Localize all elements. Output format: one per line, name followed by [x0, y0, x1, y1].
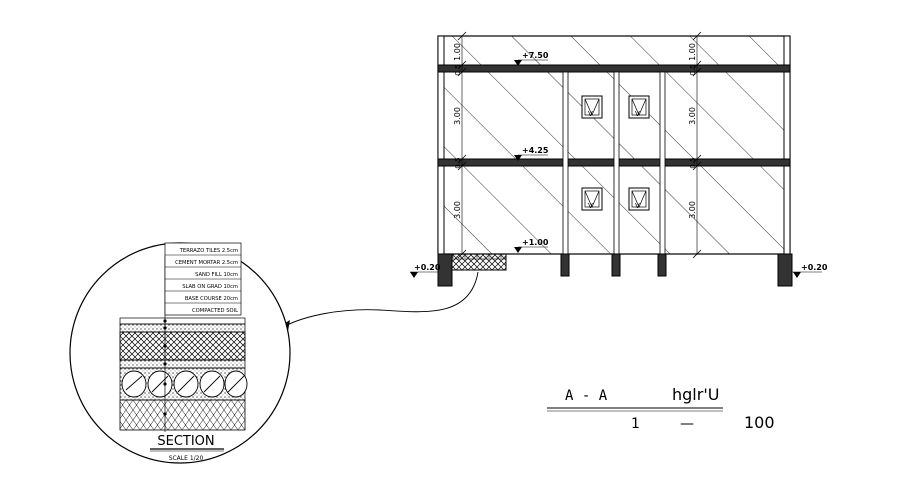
window-upper-1: V [581, 95, 603, 119]
svg-text:0.5: 0.5 [689, 157, 697, 168]
layer-compacted-soil [119, 399, 246, 431]
svg-text:+4.25: +4.25 [522, 146, 549, 155]
detail-scale: SCALE 1/20 [169, 455, 204, 462]
window-upper-2: V [628, 95, 650, 119]
layer-sand [119, 331, 246, 361]
svg-text:3.00: 3.00 [453, 201, 462, 219]
svg-text:1.00: 1.00 [453, 43, 462, 61]
section-detail: TERRAZO TILES 2.5cm CEMENT MORTAR 2.5cm … [69, 242, 291, 464]
level-marker-middle: +4.25 [514, 146, 549, 161]
svg-text:0.5: 0.5 [454, 64, 462, 75]
layer-slab [119, 359, 246, 369]
footing-2 [560, 253, 570, 277]
level-marker-top: +7.50 [514, 51, 549, 66]
footing-4 [657, 253, 667, 277]
interior-column-3 [659, 71, 666, 255]
svg-text:0.5: 0.5 [689, 64, 697, 75]
drawing-caption: A - A hglr'U 1 — 100 [547, 385, 775, 432]
level-marker-ground-left: +0.20 [410, 263, 441, 278]
svg-text:+1.00: +1.00 [522, 238, 549, 247]
level-marker-bottom: +1.00 [514, 238, 549, 253]
aggregate-stones [121, 370, 248, 398]
svg-text:+7.50: +7.50 [522, 51, 549, 60]
layer-label-6: COMPACTED SOIL [192, 308, 238, 314]
layer-label-2: CEMENT MORTAR 2.5cm [175, 260, 238, 266]
interior-column-1 [562, 71, 569, 255]
window-lower-1: V [581, 187, 603, 211]
floor-detail-top [451, 253, 507, 260]
svg-text:3.00: 3.00 [688, 107, 697, 125]
dimension-chain-left: 1.00 0.5 3.00 0.5 3.00 [453, 31, 467, 259]
caption-section: A - A [565, 388, 608, 404]
interior-column-2 [613, 71, 620, 255]
layer-label-3: SAND FILL 10cm [195, 272, 238, 278]
svg-text:+0.20: +0.20 [801, 263, 828, 272]
layer-label-4: SLAB ON GRAD 10cm [182, 284, 238, 290]
slab-upper [437, 64, 791, 73]
svg-text:V: V [635, 202, 640, 210]
svg-text:1.00: 1.00 [688, 43, 697, 61]
svg-text:V: V [588, 202, 593, 210]
footing-3 [611, 253, 621, 277]
svg-text:0.5: 0.5 [454, 157, 462, 168]
layer-mortar [119, 323, 246, 333]
level-marker-ground-right: +0.20 [792, 263, 828, 278]
dimension-chain-right: 1.00 0.5 3.00 0.5 3.00 [688, 31, 702, 259]
caption-name: hglr'U [672, 385, 719, 404]
detail-title: SECTION [157, 434, 214, 449]
caption-scale-denominator: 100 [744, 413, 775, 432]
layer-labels: TERRAZO TILES 2.5cm CEMENT MORTAR 2.5cm … [164, 242, 242, 316]
layer-label-1: TERRAZO TILES 2.5cm [179, 248, 238, 254]
svg-text:V: V [635, 110, 640, 118]
svg-text:+0.20: +0.20 [414, 263, 441, 272]
window-lower-2: V [628, 187, 650, 211]
layer-label-5: BASE COURSE 20cm [185, 296, 238, 302]
svg-text:3.00: 3.00 [688, 201, 697, 219]
footing-right [777, 253, 793, 287]
svg-text:V: V [588, 110, 593, 118]
caption-scale-dash: — [680, 416, 694, 432]
building-section: V V V V +7.50 +4.2 [410, 31, 828, 287]
svg-text:3.00: 3.00 [453, 107, 462, 125]
layer-tiles [119, 317, 246, 325]
caption-scale-numerator: 1 [631, 416, 640, 432]
